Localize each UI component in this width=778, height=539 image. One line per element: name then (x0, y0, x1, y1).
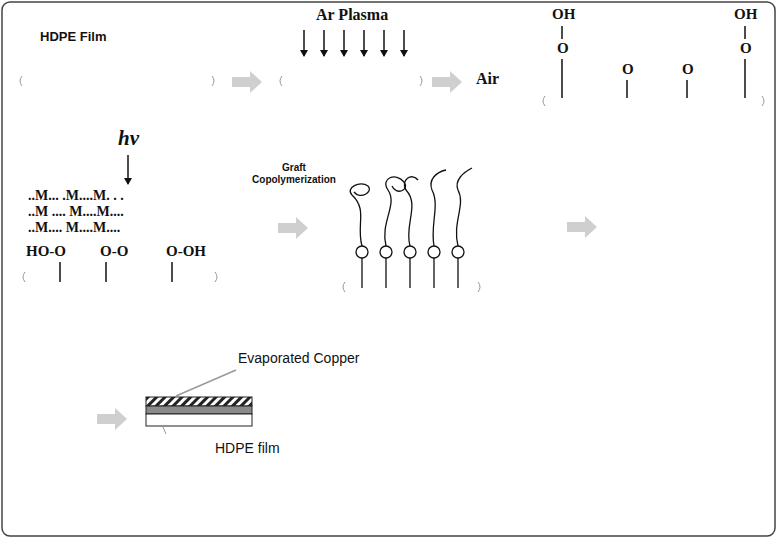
chem-atom: O (557, 40, 569, 57)
part-label: HDPE film (215, 440, 280, 456)
chem-group: O-O (100, 243, 128, 260)
title-label: HDPE Film (40, 30, 106, 45)
chem-atom: O (622, 61, 634, 78)
chem-group: O-OH (166, 243, 206, 260)
plasma-arrows (304, 30, 404, 56)
light-label: hv (118, 126, 139, 150)
step-arrow (97, 71, 597, 430)
chem-atom: O (740, 40, 752, 57)
chem-atom: O (682, 61, 694, 78)
process-label: Graft Copolymerization (244, 162, 344, 185)
monomer-row: ..M... .M....M. . . (28, 188, 124, 204)
light-arrow (127, 155, 129, 184)
chem-group: HO-O (26, 243, 66, 260)
graft-chains (350, 168, 472, 288)
bond (60, 26, 745, 282)
chem-group: OH (552, 6, 575, 23)
monomer-row: ..M .... M....M.... (28, 204, 124, 220)
film-surface (20, 76, 764, 292)
process-label: Ar Plasma (316, 6, 388, 24)
part-label: Evaporated Copper (238, 350, 359, 366)
copper-film (146, 370, 252, 434)
monomer-row: ..M.... M....M.... (28, 220, 120, 236)
process-label: Air (476, 70, 499, 88)
chem-group: OH (734, 6, 757, 23)
